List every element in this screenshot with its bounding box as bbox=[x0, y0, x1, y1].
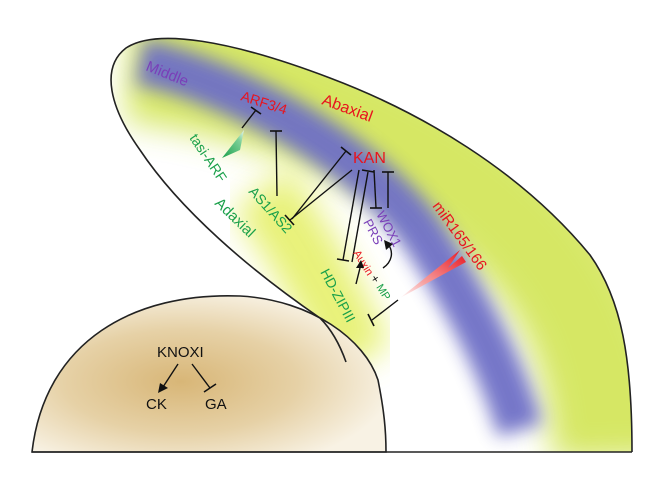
knoxi-ga-repression-line bbox=[191, 363, 211, 389]
knoxi-ck-arrow-line bbox=[162, 363, 179, 388]
leaf-outline bbox=[110, 37, 633, 453]
mir165-166-gradient-wedge bbox=[400, 250, 466, 298]
hdzip-kan-repression-bar bbox=[361, 169, 375, 173]
kan-label: KAN bbox=[353, 150, 386, 167]
kan-as-repression-bar bbox=[284, 214, 295, 226]
mir-hdzip-repression-bar bbox=[367, 313, 375, 327]
knoxi-ck-arrowhead bbox=[158, 383, 168, 393]
kan-as-repression-line bbox=[289, 169, 353, 221]
as-kan-repression-bar bbox=[340, 146, 352, 156]
tasi-arf-gradient-wedge bbox=[222, 130, 244, 158]
knoxi-ga-repression-bar bbox=[203, 383, 217, 393]
auxin-mp-to-wox-arrowhead bbox=[384, 240, 393, 250]
tasi-arf-repression-line bbox=[241, 109, 257, 129]
kan-hdzip-repression-bar bbox=[336, 258, 350, 262]
mir-hdzip-repression-line bbox=[371, 299, 399, 321]
hdzip-kan-repression-line bbox=[351, 171, 369, 263]
tasi-arf-repression-bar bbox=[250, 106, 262, 115]
shoot-apical-meristem bbox=[31, 295, 387, 453]
knoxi-label: KNOXI bbox=[157, 344, 204, 361]
hdzip-to-auxin-arrowhead bbox=[356, 260, 364, 268]
kan-hdzip-repression-line bbox=[342, 169, 360, 261]
as-arf-repression-line bbox=[275, 130, 278, 197]
ck-label: CK bbox=[146, 396, 167, 413]
hdzip-to-auxin-arrow bbox=[355, 267, 361, 285]
as-kan-repression-line bbox=[291, 150, 347, 220]
leaf-inner-edge bbox=[319, 317, 347, 363]
kan-wox-repression-line bbox=[373, 169, 377, 209]
ga-label: GA bbox=[205, 396, 227, 413]
